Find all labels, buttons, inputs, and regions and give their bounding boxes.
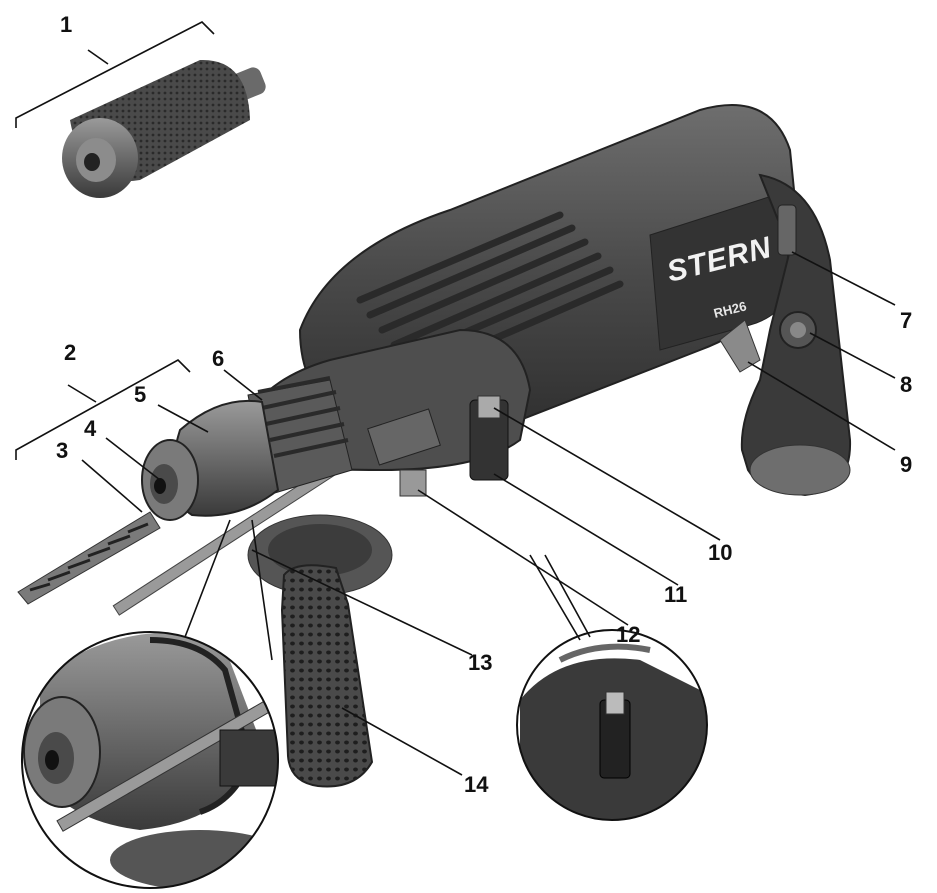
callout-5: 5 — [134, 382, 146, 407]
callout-1: 1 — [60, 12, 72, 37]
callout-6: 6 — [212, 346, 224, 371]
callout-13: 13 — [468, 650, 492, 675]
callout-14: 14 — [464, 772, 489, 797]
callout-numbers: 1 2 3 4 5 6 7 8 9 10 11 12 13 14 — [56, 12, 912, 797]
keyless-chuck — [62, 59, 266, 198]
bracket-2 — [15, 359, 191, 460]
side-handle — [247, 514, 393, 788]
callout-8: 8 — [900, 372, 912, 397]
sds-chuck — [141, 376, 353, 521]
callout-9: 9 — [900, 452, 912, 477]
leader-lines — [81, 251, 896, 776]
callout-4: 4 — [84, 416, 97, 441]
callout-11: 11 — [664, 582, 687, 607]
callout-10: 10 — [708, 540, 732, 565]
callout-3: 3 — [56, 438, 68, 463]
callout-2: 2 — [64, 340, 76, 365]
rear-handle — [719, 173, 852, 497]
bracket-1 — [15, 21, 215, 128]
callout-12: 12 — [616, 622, 640, 647]
drill-bit — [17, 511, 161, 605]
mode-selector-detail-inset — [516, 554, 708, 821]
callout-7: 7 — [900, 308, 912, 333]
